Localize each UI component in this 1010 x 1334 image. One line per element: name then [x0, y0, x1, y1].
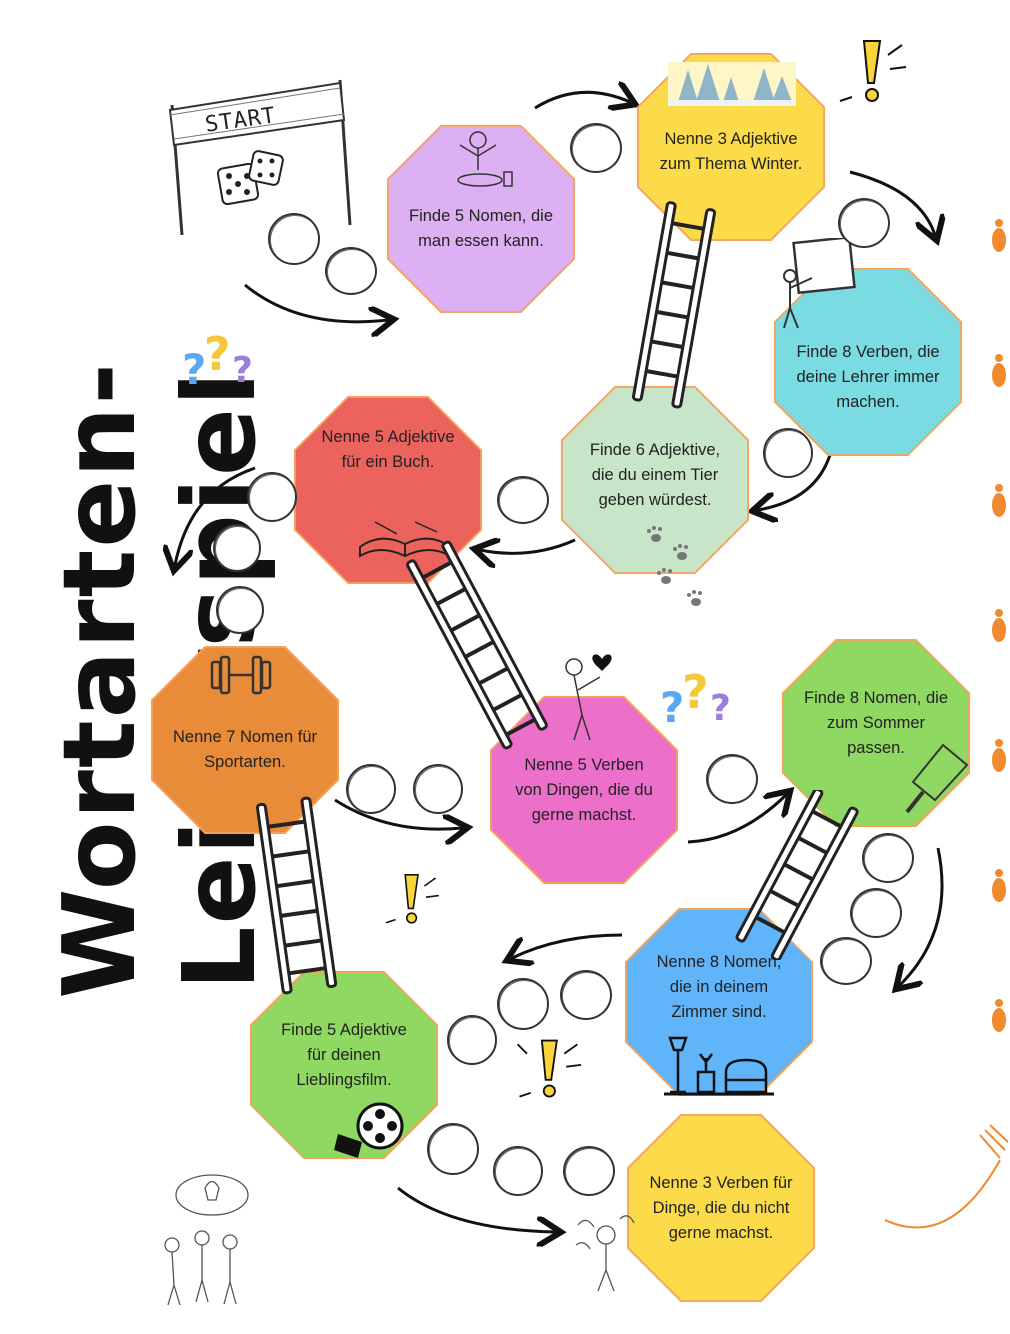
path-circle[interactable]	[570, 123, 622, 173]
arrow-icon	[244, 283, 388, 322]
popsicle-icon	[905, 743, 969, 814]
svg-text:?: ?	[710, 688, 731, 729]
dumbbell-icon	[210, 655, 272, 695]
svg-text:?: ?	[682, 665, 709, 719]
diner-icon	[457, 131, 513, 187]
path-circle[interactable]	[820, 937, 872, 985]
field-3[interactable]: Finde 8 Verben, die deine Lehrer immer m…	[773, 267, 963, 457]
arrow-icon	[900, 847, 944, 985]
orange-swirl-icon	[884, 1124, 1009, 1229]
field-text: Finde 8 Nomen, die zum Sommer passen.	[804, 688, 948, 757]
field-4[interactable]: Finde 6 Adjektive, die du einem Tier geb…	[560, 385, 750, 575]
path-circle[interactable]	[247, 472, 297, 522]
path-circle[interactable]	[850, 888, 902, 938]
heart-figure-icon	[565, 654, 612, 741]
winter-forest-icon	[668, 62, 796, 106]
arrow-icon	[534, 92, 630, 108]
field-text: Nenne 5 Verben von Dingen, die du gerne …	[515, 755, 653, 824]
start-banner-icon	[168, 79, 352, 236]
field-text: Nenne 7 Nomen für Sportarten.	[173, 728, 317, 771]
angry-figure-icon	[575, 1215, 635, 1292]
path-circle[interactable]	[838, 198, 890, 248]
field-text: Nenne 3 Adjektive zum Thema Winter.	[659, 130, 803, 173]
path-circle[interactable]	[493, 1146, 543, 1196]
arrow-icon	[397, 1186, 555, 1232]
arrow-icon	[758, 454, 832, 510]
footprints-icon	[992, 219, 1006, 1032]
path-circle[interactable]	[497, 978, 549, 1030]
ladder-icon	[631, 201, 717, 409]
path-circle[interactable]	[427, 1123, 479, 1175]
path-circle[interactable]	[862, 833, 914, 883]
path-circle[interactable]	[413, 764, 463, 814]
field-1[interactable]: Finde 5 Nomen, die man essen kann.	[386, 124, 576, 314]
ladder-icon	[255, 796, 338, 995]
svg-text:?: ?	[232, 350, 253, 391]
field-text: Nenne 3 Verben für Dinge, die du nicht g…	[649, 1173, 793, 1242]
path-circle[interactable]	[346, 764, 396, 814]
dice-icon	[216, 150, 284, 206]
room-furniture-icon	[664, 1036, 774, 1096]
arrow-icon	[687, 795, 786, 844]
field-11[interactable]: Nenne 3 Verben für Dinge, die du nicht g…	[626, 1113, 816, 1303]
field-text: Finde 5 Nomen, die man essen kann.	[409, 207, 553, 250]
field-5[interactable]: Nenne 5 Adjektive für ein Buch.	[293, 395, 483, 585]
path-circle[interactable]	[325, 247, 377, 295]
path-circle[interactable]	[560, 970, 612, 1020]
path-circle[interactable]	[563, 1146, 615, 1196]
ladder-icon	[406, 540, 548, 750]
field-text: Finde 5 Adjektive für deinen Lieblingsfi…	[281, 1020, 407, 1089]
arrow-icon	[512, 933, 623, 958]
field-6[interactable]: Nenne 7 Nomen für Sportarten.	[150, 645, 340, 835]
film-reel-icon	[334, 1102, 404, 1158]
lightbulb-group-icon	[164, 1174, 249, 1306]
exclamation-icon	[839, 40, 907, 102]
teacher-board-icon	[783, 238, 856, 329]
field-7[interactable]: Nenne 5 Verben von Dingen, die du gerne …	[489, 695, 679, 885]
exclamation-icon	[385, 874, 439, 924]
svg-text:?: ?	[204, 327, 231, 381]
arrow-icon	[480, 540, 576, 553]
path-circle[interactable]	[268, 213, 320, 265]
field-8[interactable]: Finde 8 Nomen, die zum Sommer passen.	[781, 638, 971, 828]
path-circle[interactable]	[216, 586, 264, 634]
field-text: Nenne 8 Nomen, die in deinem Zimmer sind…	[656, 952, 782, 1021]
path-circle[interactable]	[497, 476, 549, 524]
field-text: Finde 6 Adjektive, die du einem Tier geb…	[589, 440, 721, 509]
arrow-icon	[175, 466, 256, 565]
path-circle[interactable]	[763, 428, 813, 478]
paw-prints-icon	[647, 526, 702, 606]
ladder-icon	[735, 790, 859, 960]
field-text: Finde 8 Verben, die deine Lehrer immer m…	[796, 342, 940, 411]
svg-text:?: ?	[182, 345, 206, 394]
exclamation-icon	[516, 1039, 582, 1098]
path-circle[interactable]	[213, 524, 261, 572]
arrow-icon	[334, 798, 462, 829]
path-circle[interactable]	[447, 1015, 497, 1065]
field-text: Nenne 5 Adjektive für ein Buch.	[321, 428, 455, 471]
path-circle[interactable]	[706, 754, 758, 804]
arrow-icon	[849, 170, 935, 235]
question-marks-icon: ? ? ?	[660, 665, 731, 732]
question-marks-icon: ? ? ?	[182, 327, 253, 394]
svg-text:?: ?	[660, 683, 684, 732]
